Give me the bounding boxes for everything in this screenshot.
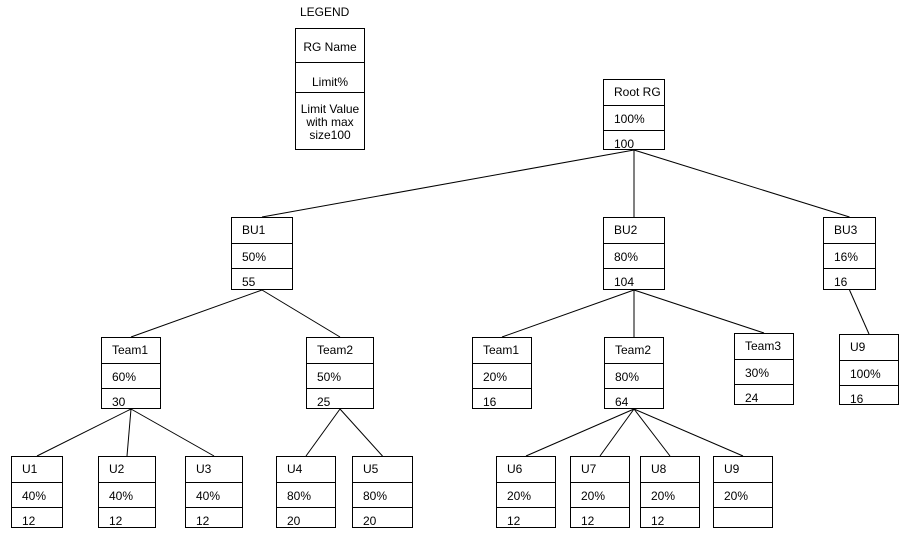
edge-bu1_team1-to-u1 — [36, 408, 132, 457]
node-limit: 80% — [605, 363, 663, 388]
edge-bu3-to-bu3_u9 — [849, 289, 870, 335]
edge-bu2_team2-to-u7 — [599, 408, 635, 457]
node-limit: 40% — [186, 482, 242, 507]
node-bu2: BU2 80% 104 — [603, 217, 665, 290]
edge-root-to-bu3 — [633, 149, 850, 218]
node-bu2-team1: Team1 20% 16 — [472, 337, 532, 409]
node-limit: 20% — [571, 482, 629, 507]
node-u5: U5 80% 20 — [352, 456, 413, 528]
node-value: 24 — [735, 384, 793, 408]
edge-bu1_team2-to-u5 — [339, 408, 383, 457]
edge-bu1_team1-to-u2 — [126, 408, 132, 457]
node-value: 12 — [641, 507, 699, 531]
node-name: U5 — [363, 462, 379, 476]
node-limit: 100% — [604, 105, 664, 130]
node-name: Team2 — [317, 343, 354, 357]
node-name: Team1 — [112, 343, 149, 357]
edge-root-to-bu1 — [261, 149, 635, 218]
node-value: 16 — [824, 268, 875, 292]
node-name: Root RG — [614, 85, 661, 99]
node-value: 12 — [99, 507, 155, 531]
node-value: 12 — [497, 507, 555, 531]
node-limit: 80% — [604, 243, 664, 268]
edge-bu1-to-bu1_team1 — [130, 289, 263, 338]
node-name: U8 — [651, 462, 667, 476]
node-value: 12 — [12, 507, 62, 531]
legend-limit-percent: Limit% — [296, 62, 364, 92]
node-value: 104 — [604, 268, 664, 292]
node-value: 16 — [473, 388, 531, 412]
edge-bu2_team2-to-u9 — [633, 408, 744, 457]
edge-bu1_team2-to-u4 — [305, 408, 341, 457]
node-root-rg: Root RG 100% 100 — [603, 79, 665, 151]
node-value: 55 — [232, 268, 292, 292]
node-limit: 60% — [102, 363, 160, 388]
legend-title: LEGEND — [300, 5, 350, 19]
legend-rg-name: RG Name — [303, 40, 357, 54]
node-name: U9 — [850, 340, 866, 354]
edge-bu2-to-bu2_team3 — [633, 289, 765, 334]
node-value — [714, 507, 772, 531]
node-limit: 80% — [353, 482, 412, 507]
node-u9: U9 20% — [713, 456, 773, 528]
node-u6: U6 20% 12 — [496, 456, 556, 528]
node-bu3: BU3 16% 16 — [823, 217, 876, 290]
node-value: 20 — [277, 507, 335, 531]
node-name: U1 — [22, 462, 38, 476]
node-name: U3 — [196, 462, 212, 476]
node-value: 12 — [186, 507, 242, 531]
node-bu1: BU1 50% 55 — [231, 217, 293, 290]
node-name: BU3 — [834, 223, 858, 237]
legend-box: RG Name Limit% Limit Value with max size… — [295, 28, 365, 150]
node-u8: U8 20% 12 — [640, 456, 700, 528]
node-u1: U1 40% 12 — [11, 456, 63, 528]
node-name: Team2 — [615, 343, 652, 357]
node-name: U2 — [109, 462, 125, 476]
node-u3: U3 40% 12 — [185, 456, 243, 528]
node-bu3-u9: U9 100% 16 — [839, 334, 899, 406]
node-limit: 50% — [307, 363, 373, 388]
edge-bu2_team2-to-u6 — [525, 408, 635, 457]
node-value: 30 — [102, 388, 160, 412]
node-limit: 30% — [735, 359, 793, 384]
edge-bu1_team1-to-u3 — [130, 408, 215, 457]
node-limit: 50% — [232, 243, 292, 268]
node-bu1-team1: Team1 60% 30 — [101, 337, 161, 409]
node-name: BU2 — [614, 223, 638, 237]
node-limit: 20% — [714, 482, 772, 507]
node-bu2-team2: Team2 80% 64 — [604, 337, 664, 409]
node-limit: 20% — [641, 482, 699, 507]
node-name: U9 — [724, 462, 740, 476]
node-name: U6 — [507, 462, 523, 476]
node-name: Team3 — [745, 339, 782, 353]
node-limit: 20% — [473, 363, 531, 388]
node-limit: 40% — [12, 482, 62, 507]
node-name: Team1 — [483, 343, 520, 357]
node-limit: 100% — [840, 360, 898, 385]
edge-bu2-to-bu2_team1 — [501, 289, 635, 338]
node-limit: 20% — [497, 482, 555, 507]
node-bu2-team3: Team3 30% 24 — [734, 333, 794, 405]
node-u7: U7 20% 12 — [570, 456, 630, 528]
node-limit: 40% — [99, 482, 155, 507]
node-bu1-team2: Team2 50% 25 — [306, 337, 374, 409]
node-u4: U4 80% 20 — [276, 456, 336, 528]
node-value: 25 — [307, 388, 373, 412]
node-value: 100 — [604, 130, 664, 154]
node-limit: 80% — [277, 482, 335, 507]
node-name: U7 — [581, 462, 597, 476]
legend-limit-value: Limit Value with max size100 — [296, 92, 364, 149]
node-limit: 16% — [824, 243, 875, 268]
node-value: 16 — [840, 385, 898, 409]
edge-bu1-to-bu1_team2 — [261, 289, 341, 338]
node-value: 64 — [605, 388, 663, 412]
edge-bu2_team2-to-u8 — [633, 408, 671, 457]
node-u2: U2 40% 12 — [98, 456, 156, 528]
node-name: BU1 — [242, 223, 266, 237]
node-value: 12 — [571, 507, 629, 531]
node-name: U4 — [287, 462, 303, 476]
node-value: 20 — [353, 507, 412, 531]
